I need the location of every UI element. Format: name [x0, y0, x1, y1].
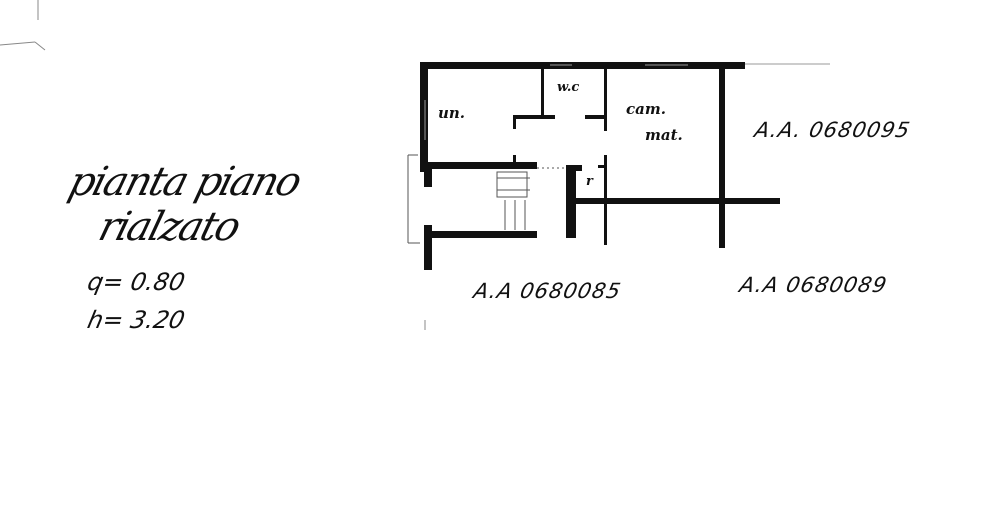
- wall-stub: [424, 169, 432, 187]
- reference-bottom-right: A.A 0680089: [737, 273, 890, 297]
- party-wall: [719, 62, 725, 248]
- wall-stub: [513, 155, 516, 165]
- corridor-wall: [604, 155, 607, 245]
- reference-bottom-center: A.A 0680085: [471, 279, 624, 303]
- stair-bottom-wall: [424, 231, 537, 238]
- top-wall: [420, 62, 745, 69]
- wc-bottom-wall-right: [585, 115, 605, 119]
- wc-right-wall: [604, 69, 607, 131]
- scan-marks: [0, 0, 426, 330]
- room-label-right-1: cam.: [626, 100, 666, 118]
- q-value: q= 0.80: [85, 268, 188, 296]
- wc-bottom-wall-left: [513, 115, 555, 119]
- divider-wall: [576, 198, 780, 204]
- wc-left-wall: [541, 69, 544, 117]
- drawing-title-line2: rialzato: [93, 204, 244, 250]
- drawing-title-line1: pianta piano: [63, 159, 305, 205]
- room-label-small: r: [586, 174, 593, 189]
- wall-stub: [513, 115, 516, 129]
- pillar-wall: [566, 165, 576, 238]
- walls: [420, 62, 780, 270]
- room-label-right-2: mat.: [645, 126, 683, 144]
- reference-upper-right: A.A. 0680095: [752, 118, 913, 142]
- h-value: h= 3.20: [85, 306, 188, 334]
- stairs: [407, 154, 565, 244]
- left-wall-upper: [420, 62, 428, 172]
- wall-stub: [566, 165, 582, 171]
- stair-top-wall: [420, 162, 537, 169]
- room-label-wc: w.c: [557, 80, 580, 95]
- windows: [424, 63, 830, 140]
- wall-stub: [598, 165, 606, 168]
- room-label-left: un.: [438, 104, 466, 122]
- left-wall-lower: [424, 225, 432, 270]
